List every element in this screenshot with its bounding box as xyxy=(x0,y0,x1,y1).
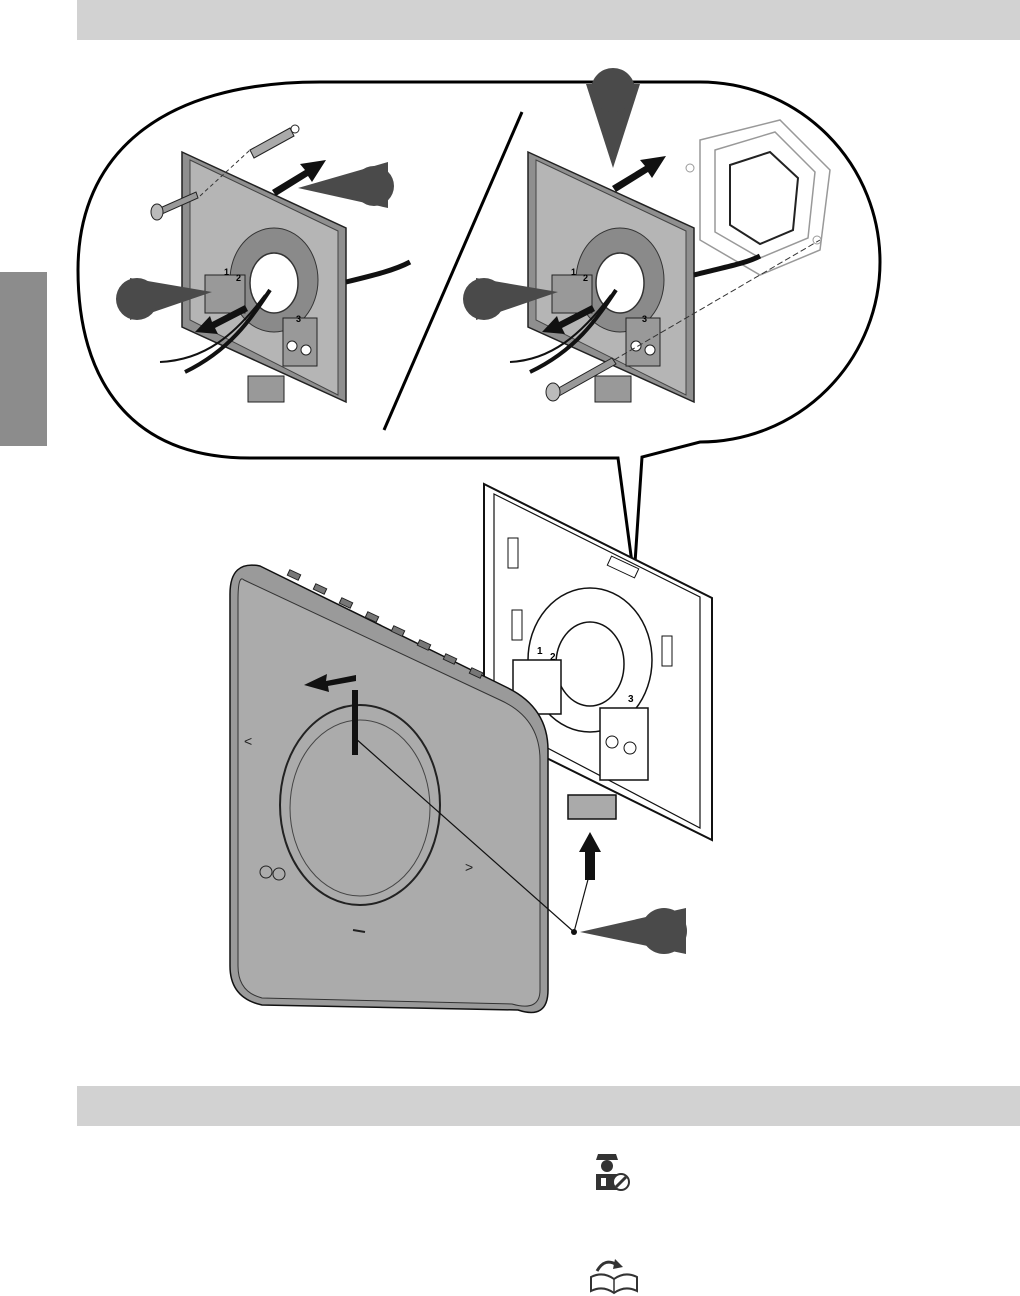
right-terminal-label-2: 2 xyxy=(583,273,588,283)
large-terminal-label-2: 2 xyxy=(550,652,556,663)
installer-tools-icon xyxy=(590,1150,632,1192)
step-callout-e xyxy=(580,908,687,954)
svg-text:<: < xyxy=(244,733,252,749)
left-terminal-label-3: 3 xyxy=(296,314,301,324)
section-header-band xyxy=(77,1086,1020,1126)
thermostat-mounting-illustration: 1 2 3 1 2 3 xyxy=(0,0,1020,1080)
manual-book-icon xyxy=(587,1255,641,1295)
svg-text:>: > xyxy=(465,859,473,875)
right-terminal-label-3: 3 xyxy=(642,314,647,324)
left-terminal-label-1: 1 xyxy=(224,267,229,277)
right-terminal-label-1: 1 xyxy=(571,267,576,277)
large-terminal-label-1: 1 xyxy=(537,646,543,657)
large-terminal-label-3: 3 xyxy=(628,694,634,705)
left-terminal-label-2: 2 xyxy=(236,273,241,283)
